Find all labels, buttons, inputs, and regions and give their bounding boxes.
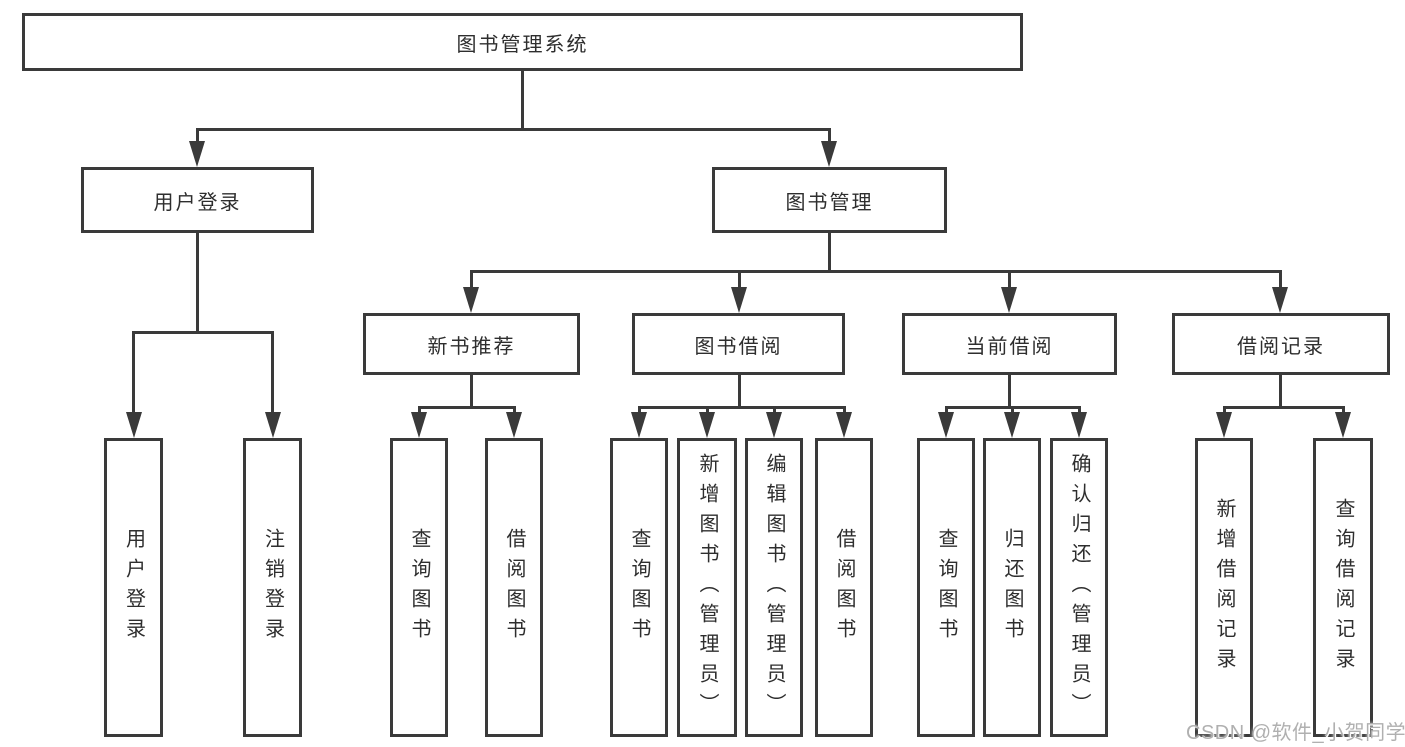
arrow-down-icon bbox=[189, 141, 205, 167]
node-leaf-logout: 注销登录 bbox=[243, 438, 302, 737]
connector-hline bbox=[470, 270, 1281, 273]
node-label: 注销登录 bbox=[261, 527, 284, 648]
connector-vline bbox=[772, 406, 776, 416]
connector-vline bbox=[195, 128, 199, 144]
arrow-down-icon bbox=[938, 412, 954, 438]
node-book-management-module: 图书管理 bbox=[712, 167, 947, 233]
connector-hline bbox=[196, 128, 831, 131]
connector-vline bbox=[1007, 375, 1011, 408]
connector-hline bbox=[132, 331, 274, 334]
node-label: 借阅记录 bbox=[1237, 335, 1325, 358]
arrow-down-icon bbox=[731, 287, 747, 313]
node-leaf-confirm-return-admin: 确认归还（管理员） bbox=[1050, 438, 1108, 737]
arrow-down-icon bbox=[821, 141, 837, 167]
connector-vline bbox=[827, 128, 831, 144]
node-label: 用户登录 bbox=[122, 527, 145, 648]
connector-vline bbox=[1222, 406, 1226, 416]
connector-vline bbox=[1007, 270, 1011, 290]
connector-vline bbox=[1278, 270, 1282, 290]
node-new-book-recommend: 新书推荐 bbox=[363, 313, 580, 375]
arrow-down-icon bbox=[766, 412, 782, 438]
node-leaf-return-book: 归还图书 bbox=[983, 438, 1041, 737]
connector-hline bbox=[1223, 406, 1344, 409]
node-leaf-user-login: 用户登录 bbox=[104, 438, 163, 737]
node-leaf-query-books-borrow: 查询图书 bbox=[610, 438, 668, 737]
connector-vline bbox=[469, 270, 473, 290]
connector-vline bbox=[842, 406, 846, 416]
connector-vline bbox=[1341, 406, 1345, 416]
connector-vline bbox=[132, 331, 135, 413]
connector-vline bbox=[512, 406, 516, 416]
node-label: 查询图书 bbox=[935, 527, 957, 648]
arrow-down-icon bbox=[1335, 412, 1351, 438]
connector-vline bbox=[1077, 406, 1081, 416]
node-leaf-add-book-admin: 新增图书（管理员） bbox=[677, 438, 737, 737]
arrow-down-icon bbox=[411, 412, 427, 438]
connector-vline bbox=[737, 375, 741, 408]
arrow-down-icon bbox=[1216, 412, 1232, 438]
connector-vline bbox=[944, 406, 948, 416]
arrow-down-icon bbox=[463, 287, 479, 313]
node-label: 用户登录 bbox=[153, 191, 242, 214]
node-label: 查询图书 bbox=[408, 527, 430, 648]
node-label: 图书管理系统 bbox=[456, 33, 589, 56]
connector-hline bbox=[638, 406, 845, 409]
connector-vline bbox=[1010, 406, 1014, 416]
connector-vline bbox=[195, 233, 199, 334]
node-borrowing-records: 借阅记录 bbox=[1172, 313, 1390, 375]
connector-vline bbox=[737, 270, 741, 290]
arrow-down-icon bbox=[1001, 287, 1017, 313]
node-label: 新书推荐 bbox=[427, 335, 516, 358]
node-book-borrowing: 图书借阅 bbox=[632, 313, 845, 375]
node-label: 新增图书（管理员） bbox=[696, 452, 718, 723]
connector-vline bbox=[827, 233, 831, 273]
node-leaf-borrow-books: 借阅图书 bbox=[815, 438, 873, 737]
arrow-down-icon bbox=[1071, 412, 1087, 438]
node-label: 借阅图书 bbox=[503, 527, 525, 648]
connector-hline bbox=[418, 406, 515, 409]
arrow-down-icon bbox=[699, 412, 715, 438]
node-label: 图书借阅 bbox=[694, 335, 783, 358]
node-label: 查询借阅记录 bbox=[1332, 497, 1354, 678]
node-user-login-module: 用户登录 bbox=[81, 167, 314, 233]
connector-vline bbox=[705, 406, 709, 416]
node-leaf-query-borrow-record: 查询借阅记录 bbox=[1313, 438, 1373, 737]
node-label: 图书管理 bbox=[785, 191, 874, 214]
arrow-down-icon bbox=[506, 412, 522, 438]
node-leaf-add-borrow-record: 新增借阅记录 bbox=[1195, 438, 1253, 737]
arrow-down-icon bbox=[1272, 287, 1288, 313]
arrow-down-icon bbox=[836, 412, 852, 438]
arrow-down-icon bbox=[1004, 412, 1020, 438]
arrow-down-icon bbox=[631, 412, 647, 438]
node-label: 当前借阅 bbox=[965, 335, 1054, 358]
connector-hline bbox=[945, 406, 1080, 409]
node-leaf-query-books-current: 查询图书 bbox=[917, 438, 975, 737]
csdn-watermark: CSDN @软件_小贺同学 bbox=[1186, 722, 1405, 744]
node-label: 借阅图书 bbox=[833, 527, 855, 648]
node-label: 查询图书 bbox=[628, 527, 650, 648]
connector-vline bbox=[469, 375, 473, 408]
node-label: 编辑图书（管理员） bbox=[763, 452, 785, 723]
connector-vline bbox=[637, 406, 641, 416]
connector-vline bbox=[520, 71, 524, 129]
node-label: 确认归还（管理员） bbox=[1068, 452, 1090, 723]
connector-vline bbox=[271, 331, 274, 413]
node-label: 新增借阅记录 bbox=[1213, 497, 1235, 678]
arrow-down-icon bbox=[125, 412, 142, 438]
node-label: 归还图书 bbox=[1001, 527, 1023, 648]
node-leaf-edit-book-admin: 编辑图书（管理员） bbox=[745, 438, 803, 737]
node-leaf-query-books-recommend: 查询图书 bbox=[390, 438, 448, 737]
arrow-down-icon bbox=[264, 412, 281, 438]
connector-vline bbox=[417, 406, 421, 416]
connector-vline bbox=[1278, 375, 1282, 408]
node-root-system: 图书管理系统 bbox=[22, 13, 1023, 71]
node-leaf-borrow-books-recommend: 借阅图书 bbox=[485, 438, 543, 737]
node-current-borrowing: 当前借阅 bbox=[902, 313, 1117, 375]
